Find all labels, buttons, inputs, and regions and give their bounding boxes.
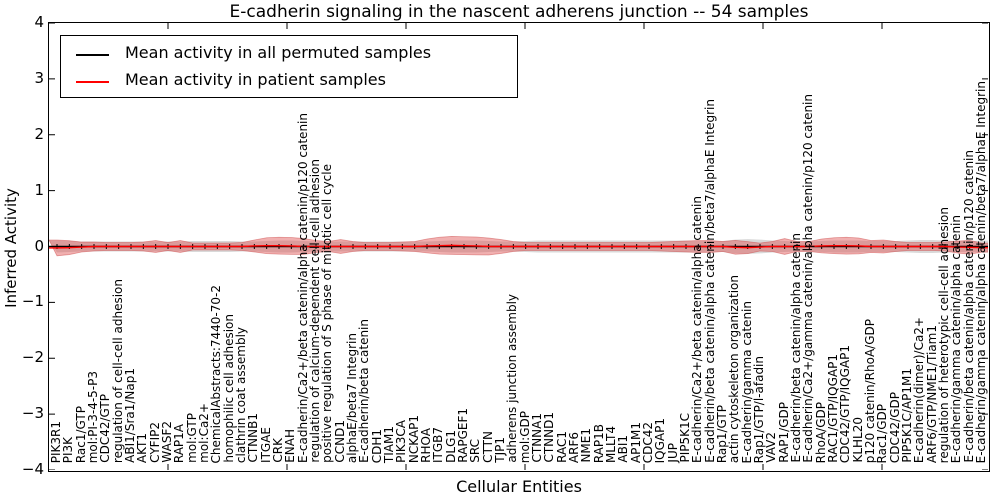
plot-svg — [49, 23, 988, 470]
y-tick-label: −4 — [21, 460, 44, 478]
permuted-line-swatch-icon — [76, 54, 109, 56]
y-tick-label: −2 — [21, 348, 44, 367]
chart-title: E-cadherin signaling in the nascent adhe… — [229, 2, 809, 22]
x-axis-label: Cellular Entities — [456, 477, 582, 496]
y-tick-label: 1 — [34, 180, 44, 199]
legend-item-permuted: Mean activity in all permuted samples — [61, 42, 517, 68]
patient-mean-line — [49, 244, 988, 249]
patient-line-swatch-icon — [76, 81, 109, 83]
y-tick-label: 0 — [34, 236, 44, 255]
x-tick-label: E-cadherin/gamma catenin/alpha catenin/b… — [974, 80, 988, 463]
y-tick-label: −3 — [21, 404, 44, 423]
x-tick-label: positive regulation of S phase of mitoti… — [320, 164, 335, 463]
legend: Mean activity in all permuted samples Me… — [60, 35, 518, 98]
legend-label-patient: Mean activity in patient samples — [125, 70, 386, 89]
y-tick-label: 4 — [34, 13, 44, 31]
y-tick-label: −1 — [21, 292, 44, 311]
legend-label-permuted: Mean activity in all permuted samples — [125, 43, 432, 62]
y-tick-label: 3 — [34, 68, 44, 87]
y-tick-label: 2 — [34, 124, 44, 143]
axis-tick-marks — [49, 23, 988, 470]
legend-item-patient: Mean activity in patient samples — [61, 69, 517, 95]
